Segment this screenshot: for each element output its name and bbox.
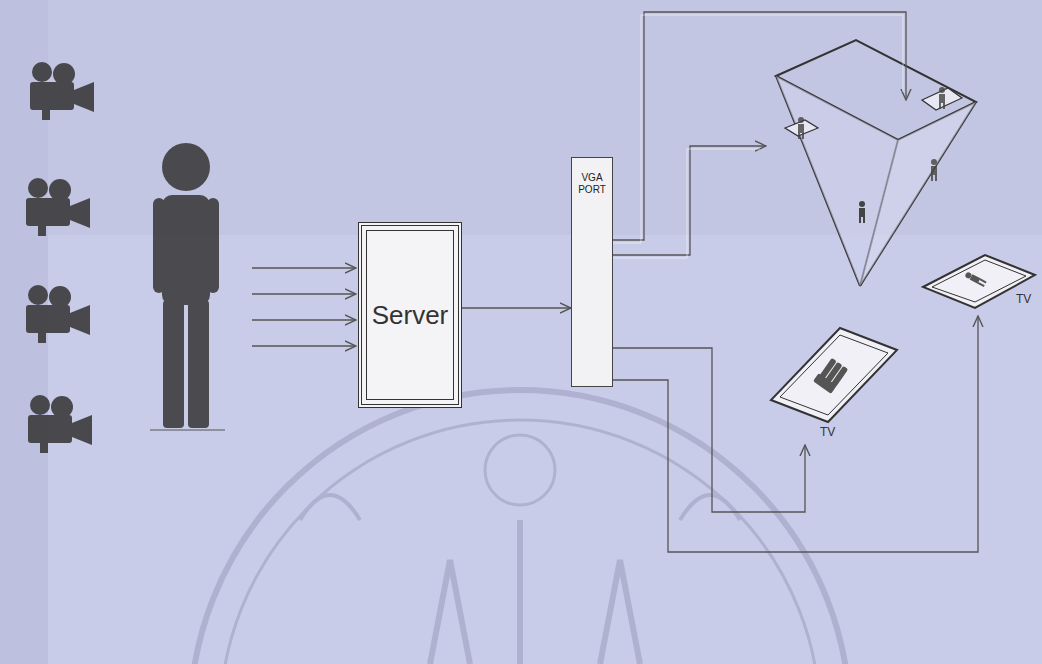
server-box: Server — [358, 222, 462, 408]
tv-outline — [918, 250, 1038, 316]
connector-arrow — [613, 316, 978, 552]
server-label: Server — [372, 300, 449, 331]
tv-screen: TV — [918, 250, 1038, 316]
port-box: VGA PORT — [571, 157, 613, 387]
port-label: VGA PORT — [574, 172, 610, 195]
connector-arrow — [462, 307, 571, 308]
tv-screen: TV — [768, 325, 900, 445]
tv-label: TV — [820, 425, 835, 439]
connector-arrow — [613, 348, 805, 512]
tv-label: TV — [1016, 292, 1031, 306]
